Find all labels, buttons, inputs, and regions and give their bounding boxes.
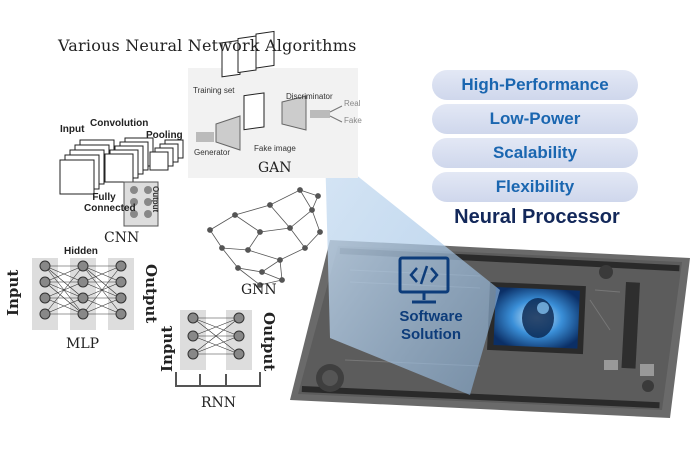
gan-fake-image-label: Fake image (254, 144, 296, 153)
rnn-diagram (175, 310, 261, 387)
cnn-output-label: Output (151, 186, 160, 213)
gnn-diagram (207, 187, 323, 288)
cnn-diagram (59, 137, 184, 227)
mlp-output-label: Output (142, 264, 160, 324)
rnn-input-label: Input (158, 325, 176, 372)
feature-low-power: Low-Power (432, 104, 638, 134)
gan-generator-label: Generator (194, 148, 231, 157)
feature-flexibility: Flexibility (432, 172, 638, 202)
feature-scalability: Scalability (432, 138, 638, 168)
software-line1: Software (399, 308, 463, 325)
gan-fake-label: Fake (344, 116, 362, 125)
mlp-input-label: Input (4, 269, 22, 316)
page-title: Various Neural Network Algorithms (58, 36, 357, 55)
gan-diagram (188, 30, 358, 178)
mlp-name: MLP (66, 336, 100, 352)
cnn-convolution-label: Convolution (90, 118, 149, 129)
gan-name: GAN (258, 160, 292, 176)
neural-processor-label: Neural Processor (454, 206, 620, 228)
gan-training-set-label: Training set (193, 86, 235, 95)
feature-high-performance: High-Performance (432, 70, 638, 100)
code-monitor-icon (398, 256, 450, 304)
rnn-output-label: Output (260, 312, 278, 372)
rnn-name: RNN (201, 395, 237, 411)
cnn-pooling-label: Pooling (146, 130, 183, 141)
mlp-hidden-label: Hidden (64, 246, 98, 257)
software-solution-label: Software Solution (383, 308, 479, 344)
cnn-input-label: Input (60, 124, 85, 135)
mlp-diagram (32, 258, 134, 330)
gan-real-label: Real (344, 99, 361, 108)
gnn-name: GNN (241, 282, 277, 298)
software-line2: Solution (401, 326, 461, 343)
gan-discriminator-label: Discriminator (286, 92, 333, 101)
cnn-fully-connected-label: Fully Connected (84, 192, 136, 214)
cnn-name: CNN (104, 230, 140, 246)
